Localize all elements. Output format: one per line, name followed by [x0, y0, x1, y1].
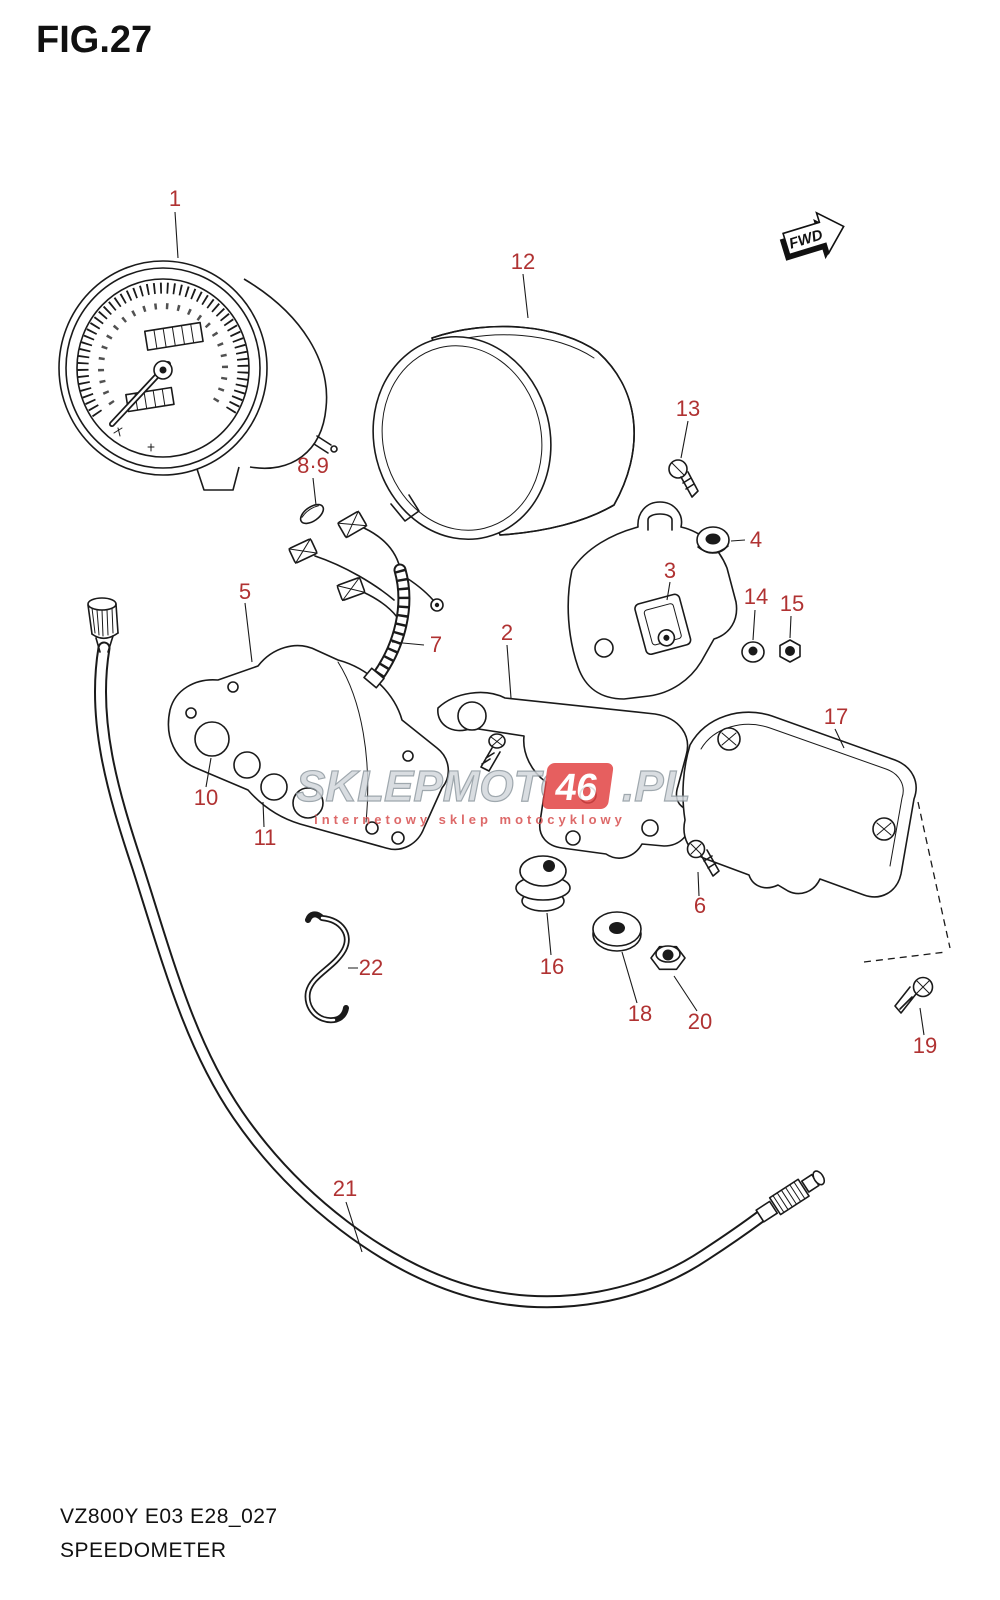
part-label-22: 22 [359, 955, 383, 980]
nut-20 [650, 945, 686, 971]
watermark: SKLEPMOTO 46 .PL internetowy sklep motoc… [295, 761, 691, 827]
watermark-text-right: .PL [622, 762, 690, 811]
cable-lower-connector [755, 1170, 826, 1223]
part-label-4: 4 [750, 527, 762, 552]
nut-14 [741, 641, 765, 663]
cable-upper-connector [87, 597, 119, 653]
speedometer-gauge [58, 260, 338, 491]
part-label-3: 3 [664, 558, 676, 583]
part-label-15: 15 [780, 591, 804, 616]
odometer-window [143, 321, 204, 351]
wiring-harness [363, 563, 411, 689]
footer-model-code: VZ800Y E03 E28_027 [60, 1505, 278, 1528]
footer-part-name: SPEEDOMETER [60, 1539, 227, 1562]
part-label-1: 1 [169, 186, 181, 211]
part-label-11: 11 [254, 825, 277, 850]
leader-lines [174, 211, 925, 1253]
part-label-5: 5 [239, 579, 251, 604]
part-labels: 1 2 3 4 5 6 7 8·9 10 11 12 13 14 15 16 1… [169, 186, 937, 1201]
watermark-text-left: SKLEPMOTO [296, 762, 574, 811]
part-label-14: 14 [744, 584, 768, 609]
bolt-6 [686, 839, 720, 877]
screw-19 [863, 801, 951, 1014]
sensor-unit [634, 593, 692, 656]
lower-cover-17 [682, 711, 917, 898]
upper-bracket [567, 501, 738, 700]
bulbs-and-sockets [288, 503, 444, 618]
part-label-13: 13 [676, 396, 700, 421]
part-label-7: 7 [430, 632, 442, 657]
part-label-16: 16 [540, 954, 564, 979]
part-label-89: 8·9 [297, 453, 329, 478]
retainer-clip [304, 911, 350, 1024]
watermark-text-46: 46 [553, 766, 601, 809]
part-label-18: 18 [628, 1001, 652, 1026]
watermark-subtitle: internetowy sklep motocyklowy [314, 812, 626, 827]
part-label-17: 17 [824, 704, 848, 729]
grommet-16 [515, 855, 571, 912]
part-label-2: 2 [501, 620, 513, 645]
grommet-4 [696, 526, 730, 554]
part-label-10: 10 [194, 785, 218, 810]
part-label-20: 20 [688, 1009, 712, 1034]
speedometer-cable [87, 597, 826, 1309]
washer-18 [592, 911, 642, 952]
part-label-12: 12 [511, 249, 535, 274]
part-label-21: 21 [333, 1176, 357, 1201]
screw-13 [668, 459, 699, 498]
fwd-arrow-icon: FWD [779, 211, 845, 261]
housing-cup [372, 325, 635, 541]
part-label-6: 6 [694, 893, 706, 918]
meter-bracket-5 [167, 644, 450, 851]
nut-15 [779, 639, 801, 663]
figure-title: FIG.27 [36, 19, 152, 61]
part-label-19: 19 [913, 1033, 937, 1058]
